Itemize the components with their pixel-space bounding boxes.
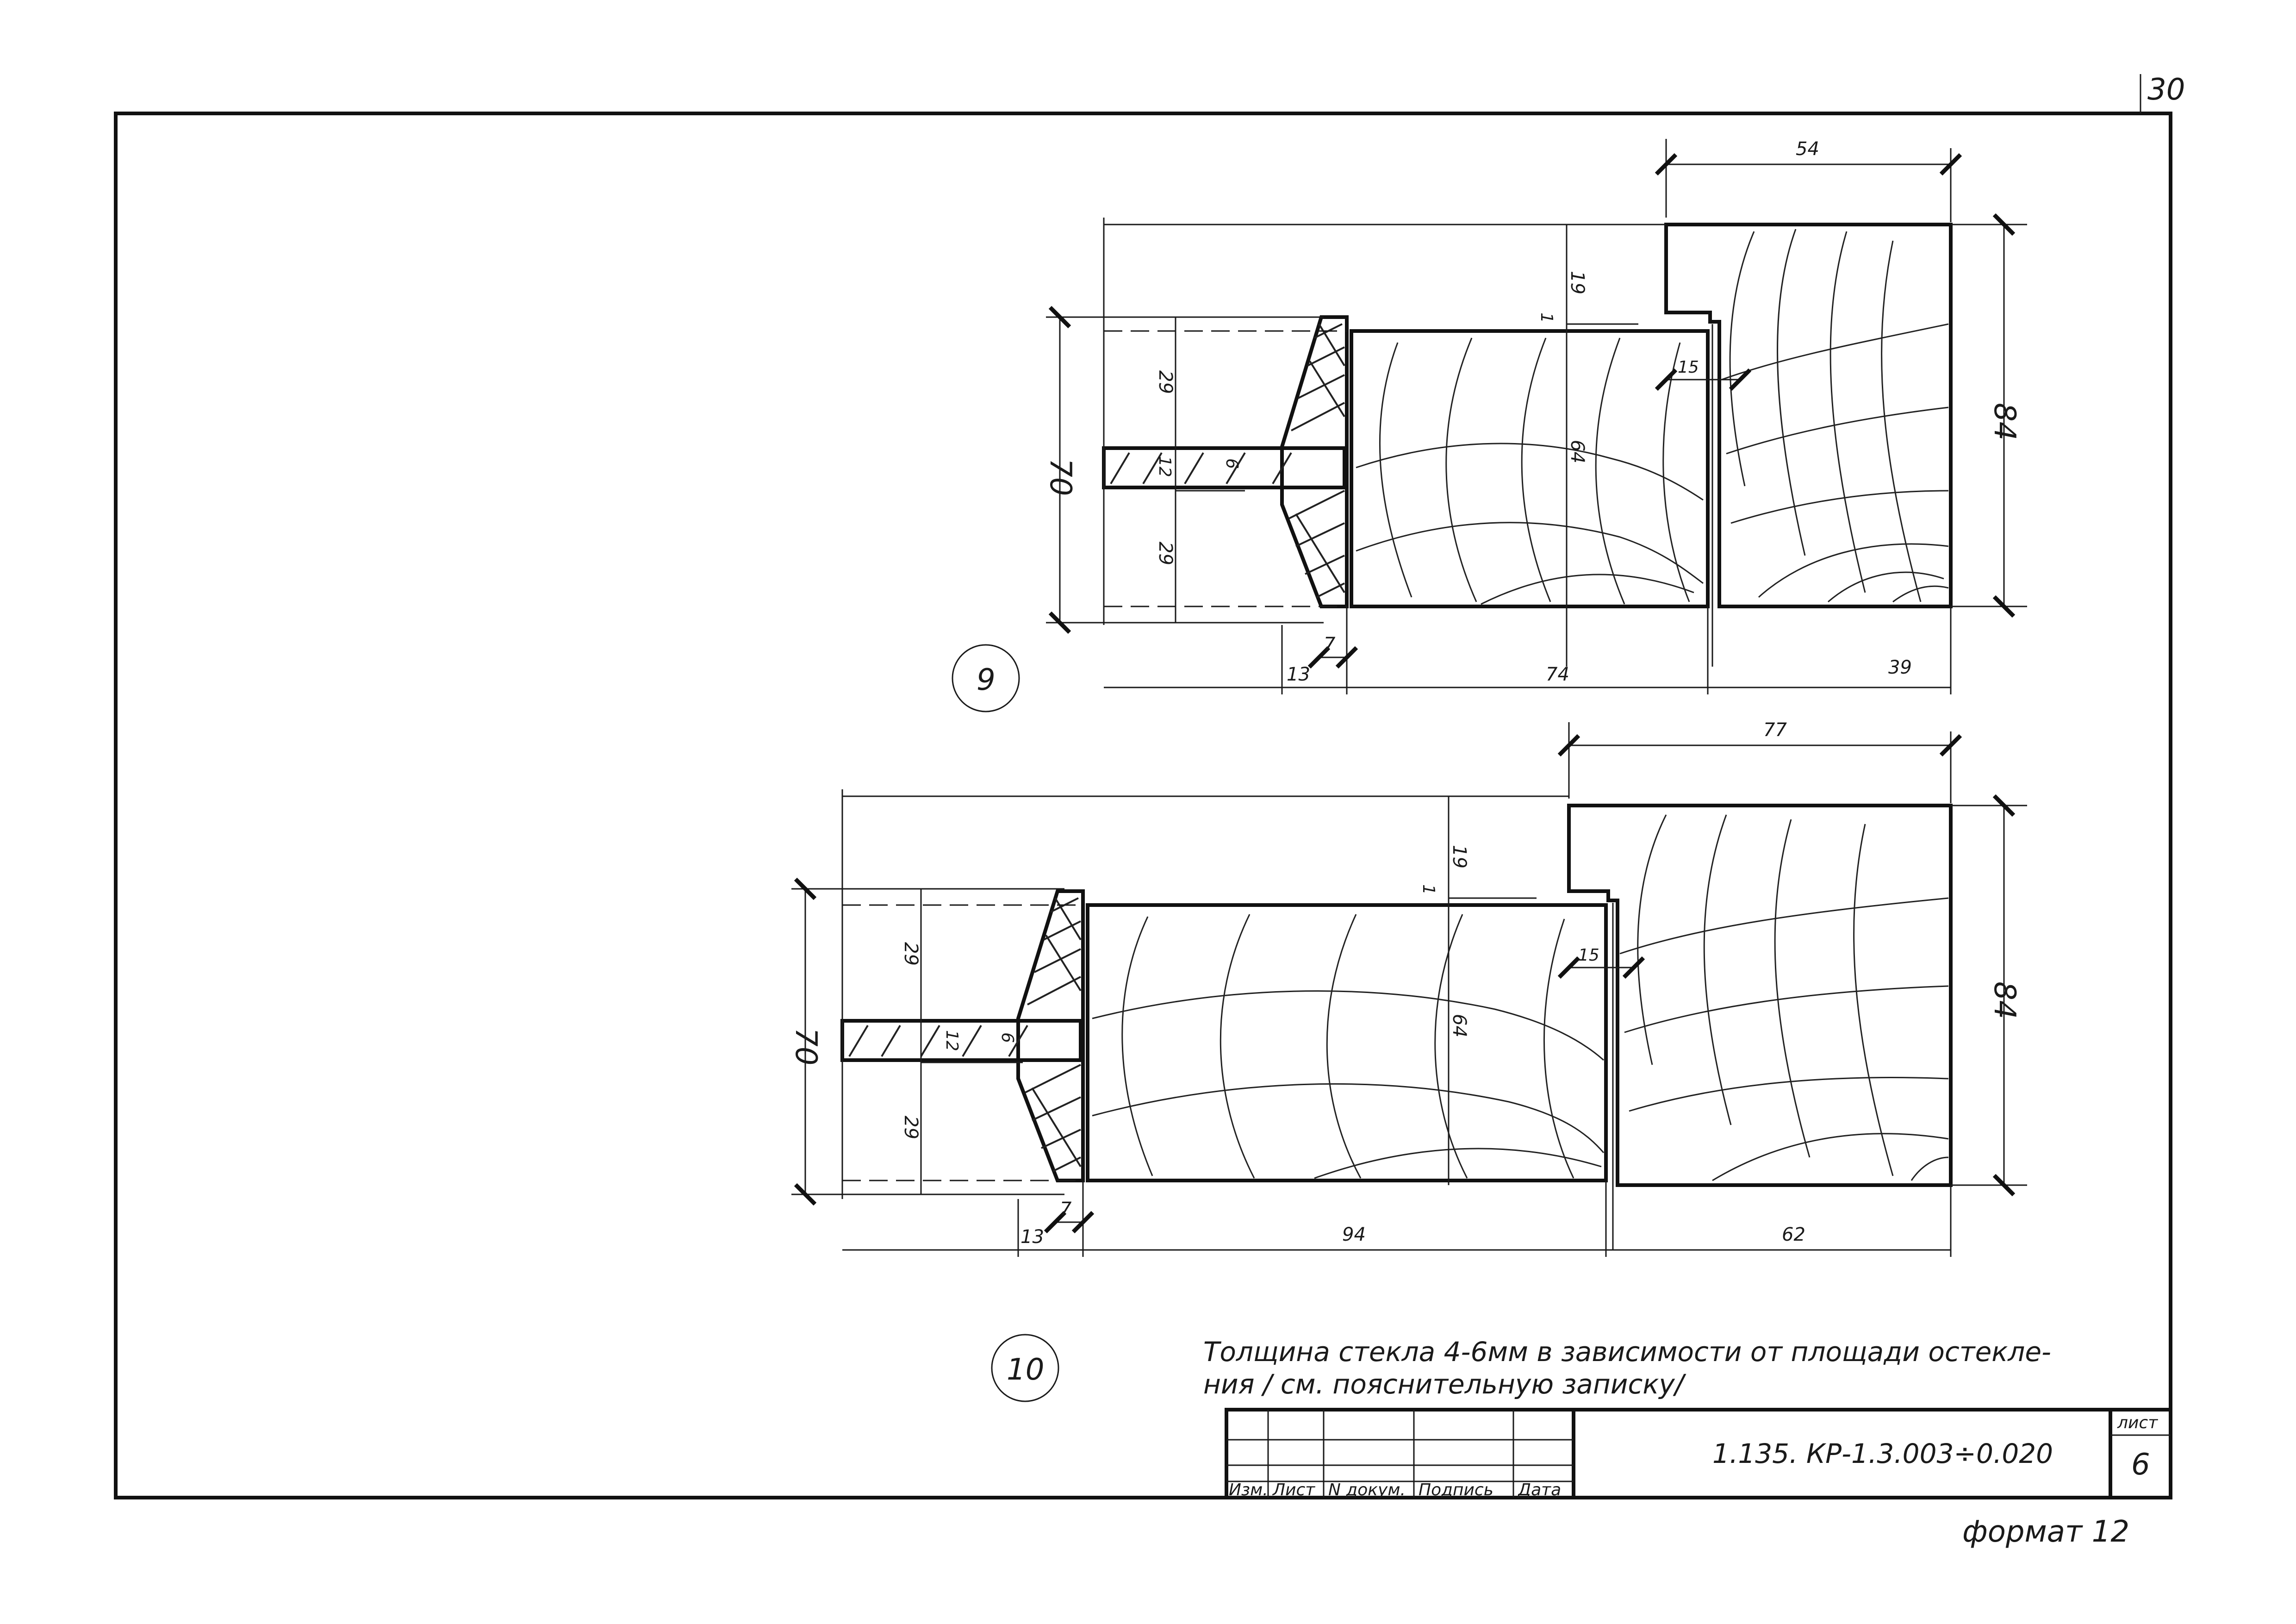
dimensions-9: 54 19 1 64 15 84 70 29 — [1043, 138, 2027, 694]
frame-profile — [1567, 804, 1953, 1187]
dim-height-top: 19 — [1449, 845, 1470, 868]
title-block: Изм. Лист N докум. Подпись Дата 1.135. К… — [1225, 1408, 2172, 1499]
dim-bead-base: 13 — [1287, 664, 1310, 685]
dim-sash-height: 70 — [789, 1028, 823, 1065]
dim-sash-width: 74 — [1546, 664, 1569, 685]
note-line-1: Толщина стекла 4-6мм в зависимости от пл… — [1203, 1336, 2051, 1368]
page-number: 30 — [2147, 73, 2185, 107]
detail-label-10: 10 — [991, 1334, 1059, 1402]
dim-upper: 29 — [900, 942, 921, 966]
header-doc: N докум. — [1328, 1480, 1406, 1499]
dim-frame-width: 62 — [1782, 1224, 1805, 1245]
dim-glass-slot: 12 — [942, 1030, 961, 1051]
dim-bead-base: 13 — [1020, 1226, 1044, 1248]
svg-text:9: 9 — [977, 663, 996, 697]
drawing-code: 1.135. КР-1.3.003÷0.020 — [1712, 1438, 2053, 1469]
dim-bead: 7 — [1060, 1199, 1072, 1220]
dim-upper: 29 — [1155, 370, 1176, 394]
header-list: Лист — [1272, 1480, 1315, 1499]
glass-hatch — [848, 1024, 1028, 1057]
dim-frame-height: 84 — [1987, 981, 2022, 1019]
dim-glass-slot: 12 — [1155, 456, 1174, 477]
frame-grain — [1721, 229, 1949, 603]
sash-grain — [1356, 337, 1704, 605]
sash-grain — [1092, 914, 1605, 1179]
frame-grain — [1619, 814, 1949, 1181]
dim-lower: 29 — [900, 1116, 921, 1139]
dim-glass: 6 — [1222, 458, 1241, 469]
detail-10: 77 19 1 64 15 84 70 29 12 6 29 — [789, 719, 2027, 1402]
sheet-frame: 30 формат 12 — [114, 73, 2185, 1549]
dim-sash-height: 70 — [1043, 458, 1077, 496]
dim-frame-width: 39 — [1888, 657, 1912, 678]
dim-top-width: 54 — [1796, 138, 1819, 160]
sash-profile — [1086, 903, 1608, 1182]
glass-hatch — [1110, 452, 1292, 485]
svg-text:10: 10 — [1007, 1353, 1044, 1387]
header-izm: Изм. — [1229, 1480, 1268, 1499]
dim-frame-height: 84 — [1987, 403, 2022, 440]
header-signature: Подпись — [1419, 1480, 1493, 1499]
format-label: формат 12 — [1962, 1515, 2129, 1549]
dim-rebate: 15 — [1678, 358, 1699, 377]
detail-9: 54 19 1 64 15 84 70 29 — [952, 138, 2027, 712]
bead-hatch — [1288, 323, 1345, 598]
dim-height-top: 19 — [1567, 271, 1588, 294]
dim-glass: 6 — [998, 1032, 1017, 1043]
detail-label-9: 9 — [952, 644, 1020, 712]
glazing-bead — [1016, 889, 1085, 1182]
dim-top-width: 77 — [1763, 719, 1787, 741]
sash-profile — [1350, 329, 1710, 608]
dim-inner: 64 — [1567, 440, 1588, 463]
glass-thickness-note: Толщина стекла 4-6мм в зависимости от пл… — [1203, 1336, 2051, 1400]
dim-inner: 64 — [1449, 1014, 1470, 1037]
sheet-label: лист — [2117, 1413, 2158, 1432]
dim-gap: 1 — [1419, 884, 1438, 895]
dim-gap: 1 — [1537, 312, 1556, 323]
bead-hatch — [1025, 897, 1082, 1172]
header-date: Дата — [1517, 1480, 1561, 1499]
glazing-bead — [1280, 315, 1349, 608]
dim-lower: 29 — [1155, 542, 1176, 565]
note-line-2: ния / см. пояснительную записку/ — [1203, 1368, 1686, 1400]
dim-rebate: 15 — [1578, 946, 1599, 965]
frame-profile — [1664, 223, 1953, 608]
dimensions-10: 77 19 1 64 15 84 70 29 12 6 29 — [789, 719, 2027, 1257]
dim-sash-width: 94 — [1342, 1224, 1366, 1245]
dim-bead: 7 — [1324, 634, 1336, 655]
sheet-number: 6 — [2131, 1448, 2150, 1482]
